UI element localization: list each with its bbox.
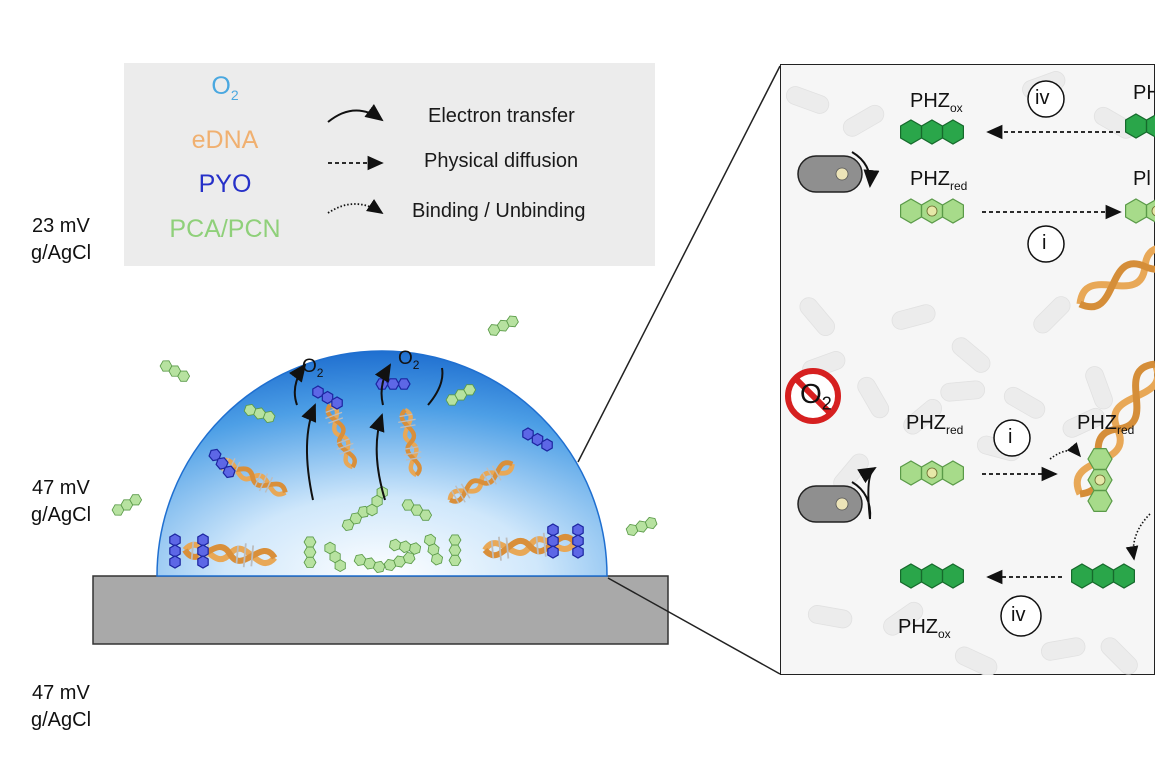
o2-text: O (398, 348, 413, 369)
legend-o2-label: O (211, 72, 231, 100)
step-iv-circle (1027, 80, 1065, 118)
o2-sub: 2 (412, 357, 420, 372)
legend-electron-transfer: Electron transfer (428, 105, 575, 127)
step-iv-label: iv (1011, 604, 1026, 626)
phz-ox-label: PHZox (898, 616, 951, 641)
phz-molecule-icon (111, 492, 143, 518)
voltage-reference: g/AgCl (31, 242, 92, 264)
electron-transfer-arrow-icon (327, 104, 384, 123)
bacterium-icon (797, 155, 863, 193)
voltage-value: 47 mV (32, 682, 90, 704)
pyo-molecule-icon (548, 524, 558, 558)
phz-label-cut: Pl (1133, 168, 1151, 190)
o2-label-1: O2 (302, 356, 323, 380)
voltage-reference: g/AgCl (31, 709, 92, 731)
phz-molecule-icon (159, 358, 191, 384)
phz-red-label: PHZred (910, 168, 968, 193)
legend-edna: eDNA (191, 126, 259, 154)
bacterium-icon (797, 485, 863, 523)
voltage-value: 23 mV (32, 215, 90, 237)
no-oxygen-icon (785, 368, 841, 424)
binding-arrow-icon (327, 199, 384, 214)
legend-pca-pcn: PCA/PCN (169, 215, 281, 243)
biofilm-dome (156, 350, 608, 577)
phz-red-label: PHZred (906, 412, 964, 437)
legend-box (124, 63, 655, 266)
pyo-molecule-icon (170, 534, 180, 568)
o2-label-2: O2 (398, 348, 419, 372)
step-i-label: i (1042, 232, 1047, 254)
voltage-label-2: 47 mV g/AgCl (31, 475, 92, 529)
no-o2-label: O2 (800, 378, 832, 414)
phz-ox-molecule-icon (901, 120, 964, 144)
phz-label-cut: PH (1133, 82, 1155, 104)
legend-pyo: PYO (198, 170, 252, 198)
step-iv-circle (1000, 595, 1042, 637)
phz-ox-molecule-icon (901, 564, 964, 588)
phz-red-label: PHZred (1077, 412, 1135, 437)
legend-binding-unbinding: Binding / Unbinding (412, 200, 586, 222)
pyo-molecule-icon (198, 534, 208, 568)
inset-panel (780, 64, 1155, 675)
step-iv-label: iv (1035, 87, 1050, 109)
step-i-label: i (1008, 426, 1013, 448)
pyo-molecule-icon (573, 524, 583, 558)
legend-physical-diffusion: Physical diffusion (424, 150, 579, 172)
phz-red-molecule-icon (901, 199, 964, 223)
step-i-circle (993, 419, 1031, 457)
o2-sub: 2 (316, 365, 324, 380)
electrode-substrate (92, 575, 669, 645)
phz-red-molecule-icon (901, 461, 964, 485)
dna-strand-icon (1076, 222, 1155, 311)
step-i-circle (1027, 225, 1065, 263)
voltage-value: 47 mV (32, 477, 90, 499)
voltage-label-1: 23 mV g/AgCl (31, 213, 92, 267)
phz-molecule-icon (487, 314, 520, 338)
legend-o2: O2 (140, 72, 310, 103)
phz-ox-label: PHZox (910, 90, 963, 115)
voltage-reference: g/AgCl (31, 504, 92, 526)
legend-o2-sub: 2 (230, 87, 239, 103)
phz-molecule-icon (625, 516, 658, 538)
voltage-label-3: 47 mV g/AgCl (31, 680, 92, 734)
o2-text: O (302, 356, 317, 377)
